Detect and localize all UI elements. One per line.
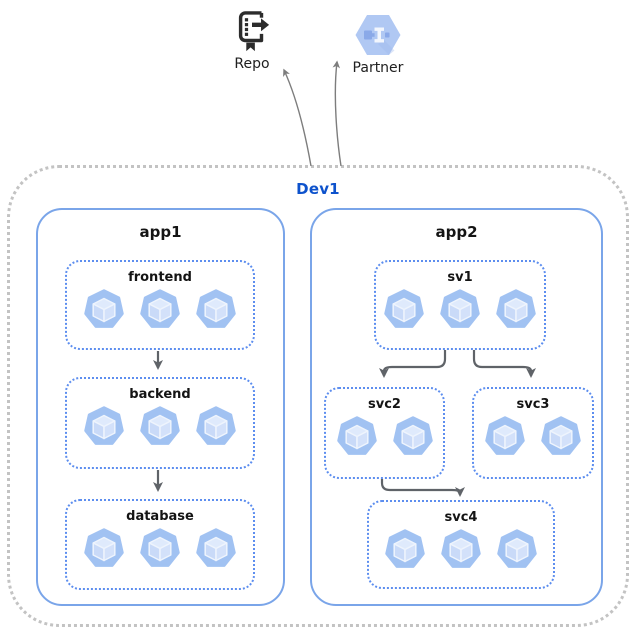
pod-row xyxy=(67,528,253,568)
backend-label: backend xyxy=(129,387,191,402)
edge-dev1-to-partner xyxy=(332,60,342,167)
pod-icon xyxy=(196,289,236,328)
pod-icon xyxy=(140,528,180,567)
svc3-label: svc3 xyxy=(516,397,550,412)
pod-icon xyxy=(392,416,433,455)
external-node-repo: Repo xyxy=(225,9,279,72)
pod-icon xyxy=(541,416,581,455)
pod-icon xyxy=(485,416,525,455)
repo-label: Repo xyxy=(234,56,270,72)
group-node-database: database xyxy=(65,499,255,590)
pod-row xyxy=(67,289,253,329)
pod-icon xyxy=(441,529,481,568)
group-node-sv1: sv1 xyxy=(374,260,546,350)
pod-row xyxy=(369,529,553,569)
sv1-label: sv1 xyxy=(447,270,473,285)
pod-icon xyxy=(196,406,236,445)
repo-book-arrow-icon xyxy=(238,11,270,52)
pod-icon xyxy=(385,529,425,568)
app-node-app1: app1 frontend backend database xyxy=(36,208,285,606)
group-node-backend: backend xyxy=(65,377,255,469)
svc2-label: svc2 xyxy=(368,397,401,412)
group-node-svc2: svc2 xyxy=(324,387,445,479)
pod-icon xyxy=(336,416,377,455)
partner-hexagon-icon xyxy=(355,15,401,55)
pod-row xyxy=(326,416,443,456)
pod-icon xyxy=(140,289,180,328)
edge-dev1-to-repo xyxy=(283,68,312,167)
env-label: Dev1 xyxy=(296,180,340,198)
pod-icon xyxy=(84,528,124,567)
group-node-svc4: svc4 xyxy=(367,500,555,589)
pod-icon xyxy=(84,289,124,328)
pod-icon xyxy=(196,528,236,567)
pod-icon xyxy=(140,406,180,445)
app1-label: app1 xyxy=(139,223,182,241)
group-node-svc3: svc3 xyxy=(472,387,594,479)
pod-row xyxy=(474,416,592,456)
pod-icon xyxy=(440,289,480,328)
group-node-frontend: frontend xyxy=(65,260,255,350)
svc4-label: svc4 xyxy=(444,510,478,525)
external-node-partner: Partner xyxy=(349,13,407,76)
database-label: database xyxy=(126,509,194,524)
env-boundary-dev1 xyxy=(7,165,629,627)
pod-icon xyxy=(84,406,124,445)
app2-label: app2 xyxy=(435,223,478,241)
frontend-label: frontend xyxy=(128,270,192,285)
partner-label: Partner xyxy=(352,60,404,76)
pod-icon xyxy=(497,529,537,568)
pod-row xyxy=(67,406,253,446)
app-node-app2: app2 sv1 svc2 svc3 svc4 xyxy=(310,208,603,606)
pod-row xyxy=(376,289,544,329)
pod-icon xyxy=(384,289,424,328)
pod-icon xyxy=(496,289,536,328)
